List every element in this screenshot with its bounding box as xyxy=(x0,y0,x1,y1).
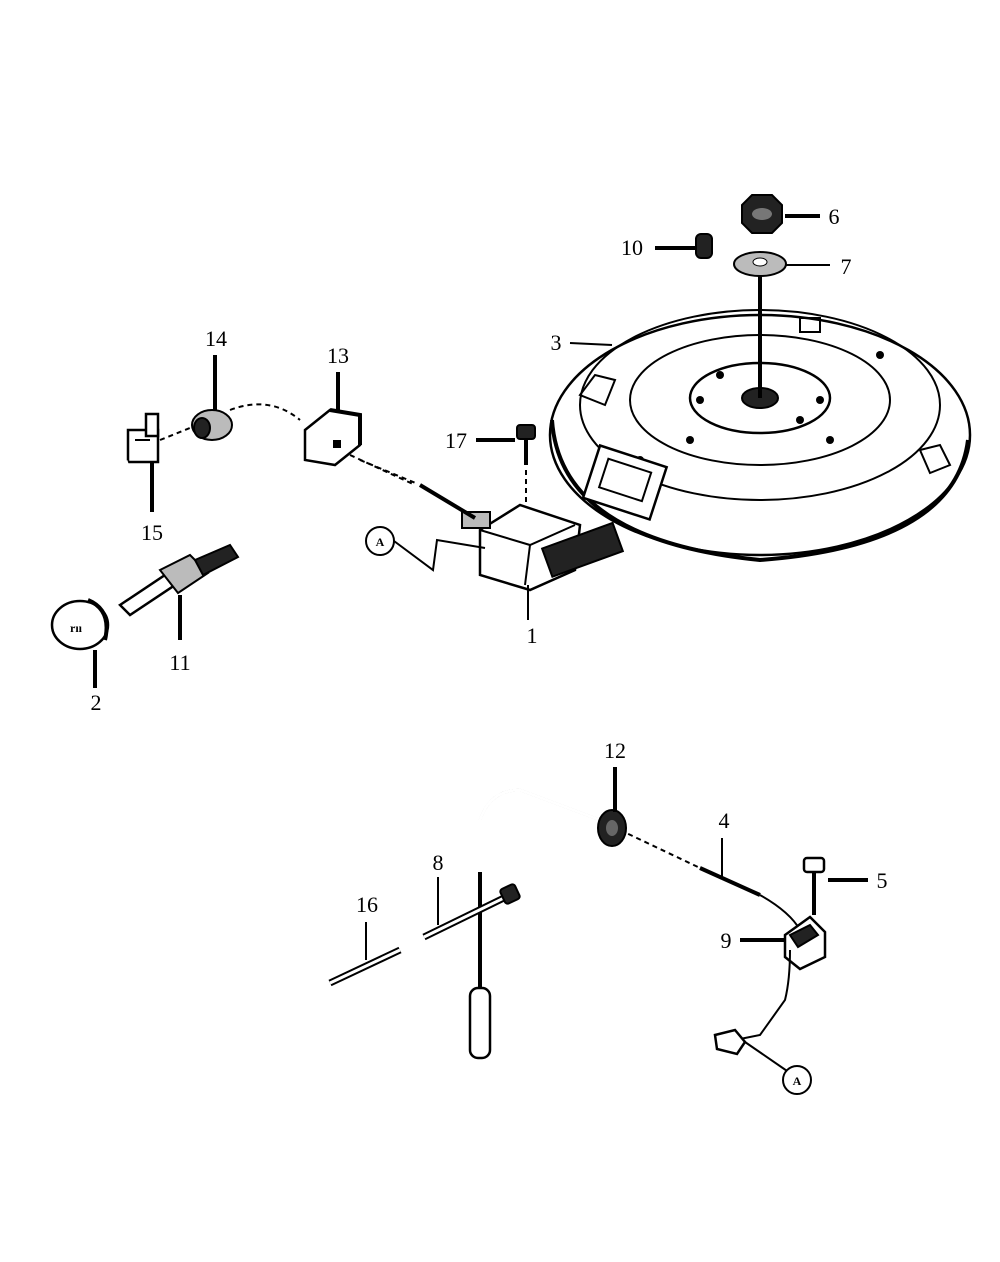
bolt xyxy=(422,883,521,941)
stop-wire-end xyxy=(759,894,801,931)
ground-terminal xyxy=(713,1028,747,1056)
spark-plug-cap: rıı xyxy=(50,460,129,651)
flywheel-washer xyxy=(733,251,787,277)
svg-text:A: A xyxy=(793,1074,802,1088)
flywheel-key xyxy=(695,233,713,259)
connector-a-lower: A xyxy=(782,1065,812,1095)
connector-a-upper: A xyxy=(365,526,486,572)
svg-text:rıı: rıı xyxy=(70,621,83,635)
label-part-15: 15 xyxy=(141,520,163,545)
label-part-5: 5 xyxy=(877,868,888,893)
label-part-13: 13 xyxy=(327,343,349,368)
ground-wire xyxy=(734,949,791,1041)
stop-wire-terminal xyxy=(468,986,492,1060)
switch-screw xyxy=(802,856,826,915)
lead-clip xyxy=(303,408,362,467)
label-part-3: 3 xyxy=(551,330,562,355)
lead-terminal xyxy=(126,412,160,464)
label-part-16: 16 xyxy=(356,892,378,917)
leader-lines xyxy=(93,214,868,960)
module-screw xyxy=(516,424,536,505)
part-number-labels: 1 2 3 4 5 6 7 8 9 10 11 12 13 14 15 16 1… xyxy=(91,204,888,953)
ground-lead xyxy=(744,1041,791,1074)
pin xyxy=(328,946,402,987)
stop-switch xyxy=(783,915,827,971)
spark-plug xyxy=(118,543,240,617)
ignition-module xyxy=(461,503,625,592)
flywheel xyxy=(548,309,972,563)
stop-wire-sleeve xyxy=(699,866,761,897)
label-part-2: 2 xyxy=(91,690,102,715)
label-part-1: 1 xyxy=(527,623,538,648)
lead-dash-mid xyxy=(349,454,416,486)
label-part-6: 6 xyxy=(829,204,840,229)
label-part-9: 9 xyxy=(721,928,732,953)
label-part-4: 4 xyxy=(719,808,730,833)
label-part-12: 12 xyxy=(604,738,626,763)
svg-text:A: A xyxy=(376,535,385,549)
grommet xyxy=(191,409,233,441)
label-part-7: 7 xyxy=(841,254,852,279)
stop-wire-dash xyxy=(619,829,701,869)
label-part-14: 14 xyxy=(205,326,227,351)
flywheel-nut xyxy=(741,194,783,234)
label-part-17: 17 xyxy=(445,428,467,453)
module-lead xyxy=(418,483,477,520)
label-part-11: 11 xyxy=(169,650,190,675)
label-part-10: 10 xyxy=(621,235,643,260)
lead-dash-top xyxy=(229,403,301,421)
wire-grommet xyxy=(597,809,627,847)
grommet-dash xyxy=(159,427,191,441)
label-part-8: 8 xyxy=(433,850,444,875)
stop-wire-loop xyxy=(478,788,601,870)
